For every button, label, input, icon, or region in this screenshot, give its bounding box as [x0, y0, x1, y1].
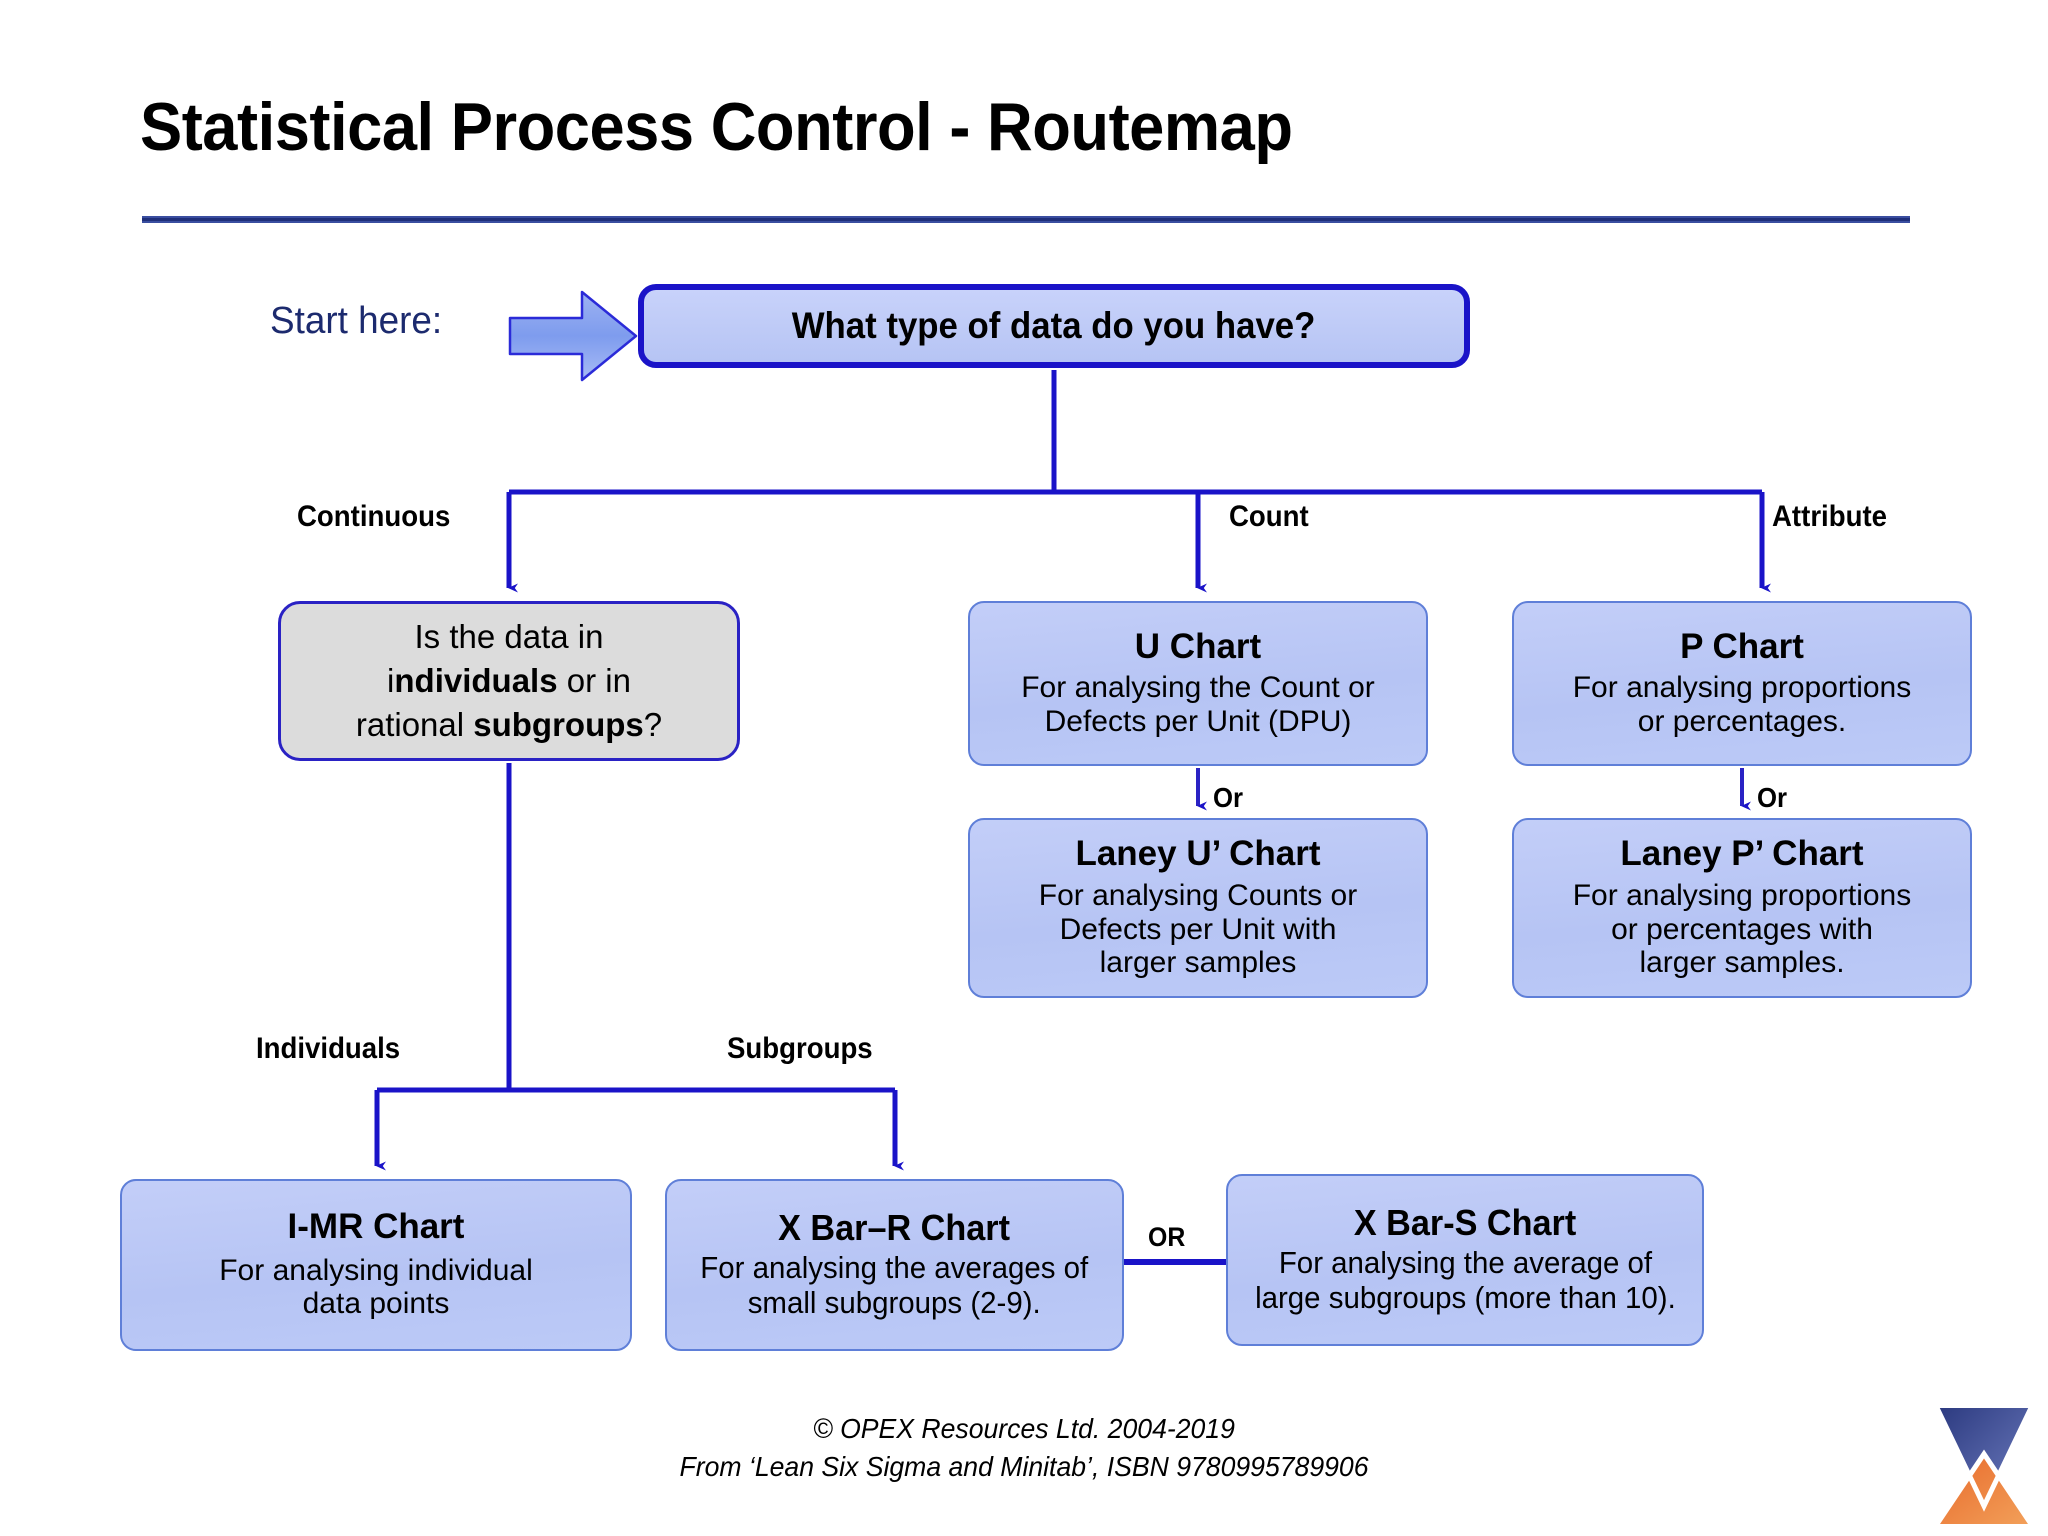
edge-label-or-p: Or: [1757, 782, 1788, 813]
start-here-label: Start here:: [270, 300, 443, 342]
decision-line-2-bold: ndividuals: [394, 662, 558, 700]
node-laney-u-chart-desc-3: larger samples: [1099, 946, 1297, 980]
edge-label-or-bottom: OR: [1148, 1222, 1186, 1252]
node-imr-chart-desc-2: data points: [302, 1287, 450, 1321]
node-laney-u-chart-desc-2: Defects per Unit with: [1059, 912, 1337, 946]
edge-label-or-u: Or: [1213, 782, 1244, 813]
node-xbar-r-chart-desc-1: For analysing the averages of: [700, 1250, 1089, 1286]
decision-line-2-prefix: i: [387, 662, 395, 700]
node-xbar-s-chart-desc-1: For analysing the average of: [1278, 1245, 1652, 1281]
node-u-chart[interactable]: U Chart For analysing the Count or Defec…: [968, 601, 1428, 766]
node-laney-p-chart-desc-2: or percentages with: [1611, 912, 1873, 946]
decision-line-3-suffix: ?: [643, 705, 663, 743]
decision-line-2: individuals or in: [387, 659, 631, 703]
node-laney-p-chart-desc-3: larger samples.: [1639, 946, 1845, 980]
edge-label-continuous: Continuous: [297, 500, 451, 533]
opex-logo-icon: [1934, 1406, 2034, 1526]
page-title: Statistical Process Control - Routemap: [140, 89, 1293, 165]
node-laney-p-chart[interactable]: Laney P’ Chart For analysing proportions…: [1512, 818, 1972, 998]
node-xbar-s-chart[interactable]: X Bar-S Chart For analysing the average …: [1226, 1174, 1704, 1346]
node-decision-individuals-or-subgroups[interactable]: Is the data in individuals or in rationa…: [278, 601, 740, 761]
decision-line-3: rational subgroups?: [356, 703, 662, 747]
node-p-chart-title: P Chart: [1680, 626, 1804, 666]
node-u-chart-title: U Chart: [1134, 626, 1262, 666]
footer-copyright: © OPEX Resources Ltd. 2004-2019: [813, 1413, 1235, 1444]
node-p-chart[interactable]: P Chart For analysing proportions or per…: [1512, 601, 1972, 766]
decision-line-2-suffix: or in: [557, 662, 631, 700]
node-xbar-s-chart-desc-2: large subgroups (more than 10).: [1254, 1279, 1676, 1315]
node-xbar-r-chart[interactable]: X Bar–R Chart For analysing the averages…: [665, 1179, 1124, 1351]
edge-label-subgroups: Subgroups: [727, 1032, 873, 1065]
edge-label-attribute: Attribute: [1772, 500, 1887, 533]
node-root-title: What type of data do you have?: [792, 304, 1316, 346]
start-arrow-icon: [508, 290, 638, 382]
node-laney-p-chart-desc-1: For analysing proportions: [1572, 878, 1912, 912]
decision-line-3-bold: subgroups: [473, 705, 644, 743]
footer-source: From ‘Lean Six Sigma and Minitab’, ISBN …: [679, 1450, 1369, 1482]
node-imr-chart-title: I-MR Chart: [287, 1207, 465, 1247]
node-laney-p-chart-title: Laney P’ Chart: [1620, 834, 1864, 874]
node-imr-chart[interactable]: I-MR Chart For analysing individual data…: [120, 1179, 632, 1351]
node-p-chart-desc-1: For analysing proportions: [1572, 671, 1912, 705]
node-p-chart-desc-2: or percentages.: [1637, 704, 1847, 738]
title-divider: [142, 216, 1910, 223]
node-xbar-r-chart-desc-2: small subgroups (2-9).: [748, 1284, 1041, 1320]
node-laney-u-chart-title: Laney U’ Chart: [1075, 834, 1321, 874]
node-xbar-r-chart-title: X Bar–R Chart: [778, 1207, 1011, 1249]
decision-line-3-prefix: rational: [355, 705, 474, 743]
node-u-chart-desc-2: Defects per Unit (DPU): [1044, 704, 1352, 738]
edge-label-individuals: Individuals: [256, 1032, 401, 1065]
edge-label-count: Count: [1229, 500, 1309, 533]
node-u-chart-desc-1: For analysing the Count or: [1021, 671, 1375, 705]
node-laney-u-chart[interactable]: Laney U’ Chart For analysing Counts or D…: [968, 818, 1428, 998]
node-root-question[interactable]: What type of data do you have?: [638, 284, 1470, 368]
node-laney-u-chart-desc-1: For analysing Counts or: [1038, 878, 1358, 912]
node-xbar-s-chart-title: X Bar-S Chart: [1353, 1202, 1577, 1244]
node-imr-chart-desc-1: For analysing individual: [219, 1253, 533, 1287]
decision-line-1: Is the data in: [414, 618, 604, 656]
footer: © OPEX Resources Ltd. 2004-2019 From ‘Le…: [0, 1410, 2048, 1486]
